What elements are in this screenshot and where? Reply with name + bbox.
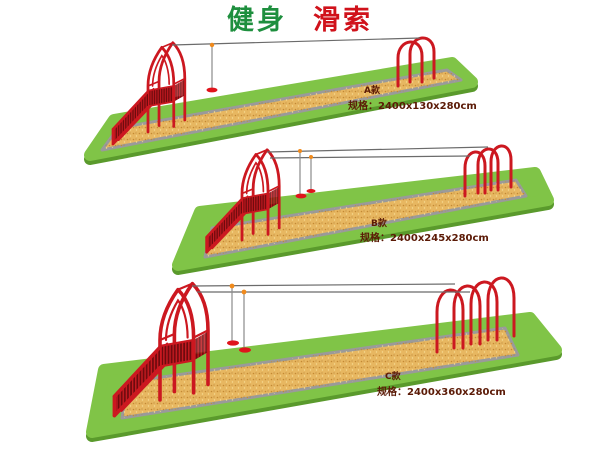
seat-disc <box>295 193 307 199</box>
zip-wire <box>171 37 421 46</box>
seat-disc-2 <box>239 347 251 353</box>
zip-wire <box>266 146 489 153</box>
sand-texture <box>122 328 518 418</box>
model-b-label: B款 <box>371 219 387 229</box>
seat-disc-2 <box>306 189 316 193</box>
model-c-label: C款 <box>385 372 401 382</box>
title-fitness: 健身 <box>227 5 287 36</box>
end-arches <box>435 276 516 354</box>
trolley <box>298 149 302 153</box>
title-zipline: 滑索 <box>313 5 373 36</box>
end-arches <box>396 36 436 88</box>
model-a-spec: 规格：2400x130x280cm <box>348 101 477 112</box>
end-arches <box>463 144 513 198</box>
zip-wire <box>191 283 456 287</box>
trolley-2 <box>309 155 313 159</box>
page-title: 健身滑索 <box>0 4 600 38</box>
seat-disc <box>227 340 239 346</box>
model-a <box>84 36 478 165</box>
model-c <box>86 276 562 442</box>
seat-disc <box>206 87 218 93</box>
trolley-2 <box>241 289 247 295</box>
model-b-spec: 规格：2400x245x280cm <box>360 233 489 244</box>
sand-texture <box>205 180 526 257</box>
sand-texture <box>102 70 461 150</box>
model-a-label: A款 <box>364 86 380 96</box>
zip-wire-2 <box>269 155 471 159</box>
model-b <box>172 144 554 275</box>
trolley <box>229 283 235 289</box>
trolley <box>209 42 215 48</box>
model-c-spec: 规格：2400x360x280cm <box>377 387 506 398</box>
